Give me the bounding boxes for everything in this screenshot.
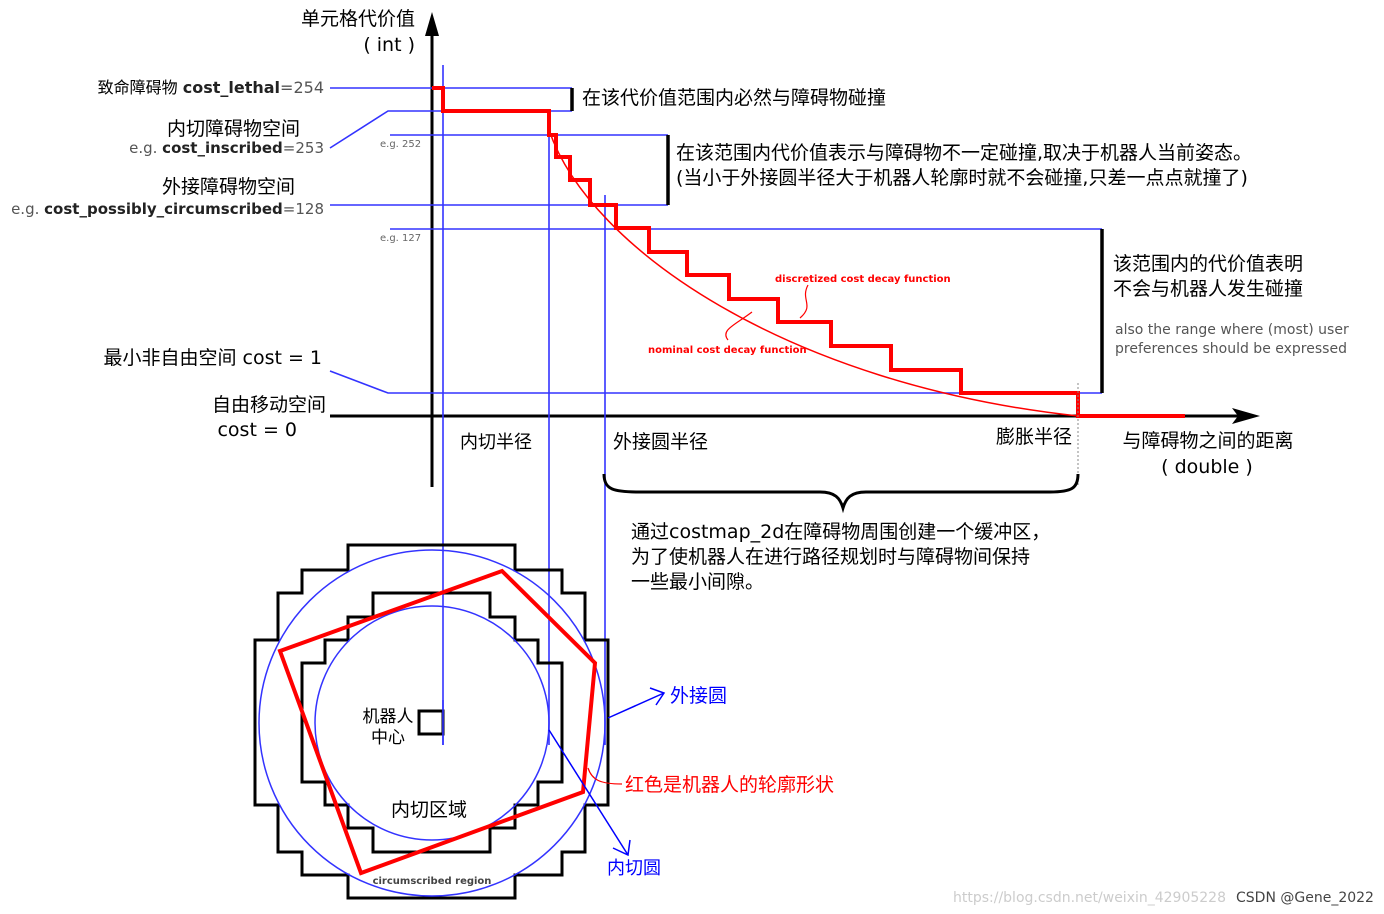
circum-name: cost_possibly_circumscribed (44, 200, 283, 218)
inscribed-area-label: 内切区域 (391, 799, 467, 821)
inscribed-circle (314, 605, 550, 841)
y-axis-title: 单元格代价值 (301, 8, 415, 30)
watermark-author: CSDN @Gene_2022 (1236, 890, 1374, 906)
robot-center-marker (417, 709, 445, 736)
possible-range-note-2: (当小于外接圆半径大于机器人轮廓时就不会碰撞,只差一点点就撞了) (676, 167, 1248, 189)
y-axis-type: ( int ) (363, 34, 415, 56)
buffer-note-2: 为了使机器人在进行路径规划时与障碍物间保持 (631, 546, 1030, 568)
eg127-label: e.g. 127 (380, 233, 421, 244)
buffer-note-1: 通过costmap_2d在障碍物周围创建一个缓冲区， (631, 521, 1050, 543)
inscribed-label: e.g. cost_inscribed=253 (129, 139, 324, 157)
inscribed-pointer (548, 729, 629, 856)
lethal-label: 致命障碍物 cost_lethal=254 (98, 78, 324, 97)
free-cost: cost = 0 (217, 419, 297, 441)
inscribed-eg: e.g. (129, 139, 157, 157)
pref-note-2: preferences should be expressed (1115, 341, 1347, 357)
circumscribed-arrowhead (649, 687, 666, 706)
free-range-note-1: 该范围内的代价值表明 (1113, 253, 1303, 275)
level-lines (329, 65, 1102, 745)
inflation-radius-label: 膨胀半径 (996, 426, 1072, 448)
nominal-pointer (725, 311, 753, 341)
min-nonfree-label: 最小非自由空间 cost = 1 (103, 347, 322, 369)
inscribed-cells-outline (300, 591, 564, 854)
circumscribed-circle-label: 外接圆 (670, 685, 727, 707)
discretized-label: discretized cost decay function (775, 274, 951, 285)
inscribed-value: =253 (283, 139, 324, 157)
circumscribed-label: e.g. cost_possibly_circumscribed=128 (11, 200, 324, 218)
inscribed-name: cost_inscribed (162, 139, 283, 157)
buffer-brace (602, 473, 1080, 514)
y-axis-arrow (425, 12, 439, 36)
robot-center-label-2: 中心 (371, 728, 405, 748)
x-axis-type: ( double ) (1161, 456, 1253, 478)
circumscribed-radius-label: 外接圆半径 (613, 431, 708, 453)
inscribed-arrowhead (612, 839, 631, 857)
buffer-note-3: 一些最小间隙。 (631, 571, 764, 593)
inscribed-circle-label: 内切圆 (607, 858, 661, 879)
possible-range-note-1: 在该范围内代价值表示与障碍物不一定碰撞,取决于机器人当前姿态。 (676, 142, 1252, 164)
discretized-pointer (799, 284, 809, 319)
footprint-pointer (587, 767, 623, 785)
eg252-label: e.g. 252 (380, 139, 421, 150)
lethal-value: =254 (280, 78, 324, 97)
inscribed-line (329, 110, 572, 149)
free-range-note-2: 不会与机器人发生碰撞 (1113, 278, 1303, 300)
lethal-name: cost_lethal (183, 78, 280, 97)
free-cn: 自由移动空间 (212, 394, 326, 416)
circumscribed-circle (258, 549, 606, 897)
watermark-url: https://blog.csdn.net/weixin_42905228 (953, 890, 1226, 906)
circum-eg: e.g. (11, 200, 39, 218)
circumscribed-cn: 外接障碍物空间 (162, 176, 295, 198)
circumscribed-pointer (607, 692, 665, 719)
pref-note-1: also the range where (most) user (1115, 322, 1349, 338)
discretized-cost-steps (432, 86, 1185, 418)
nominal-label: nominal cost decay function (648, 345, 807, 356)
inscribed-radius-label: 内切半径 (460, 432, 532, 453)
x-axis-arrow (1232, 408, 1260, 424)
robot-footprint (277, 568, 598, 876)
range-brackets (570, 88, 1104, 393)
min-nonfree-line (329, 370, 1102, 394)
circle-pointers (548, 687, 666, 857)
circumscribed-region-label: circumscribed region (373, 876, 492, 887)
lethal-range-note: 在该代价值范围内必然与障碍物碰撞 (582, 87, 886, 109)
inscribed-cn: 内切障碍物空间 (167, 118, 300, 140)
lethal-cn: 致命障碍物 (98, 78, 178, 97)
robot-center-label-1: 机器人 (363, 707, 414, 727)
circum-value: =128 (283, 200, 324, 218)
circumscribed-cells-outline (253, 543, 610, 900)
footprint-label: 红色是机器人的轮廓形状 (625, 774, 834, 796)
x-axis-title: 与障碍物之间的距离 (1122, 430, 1293, 452)
